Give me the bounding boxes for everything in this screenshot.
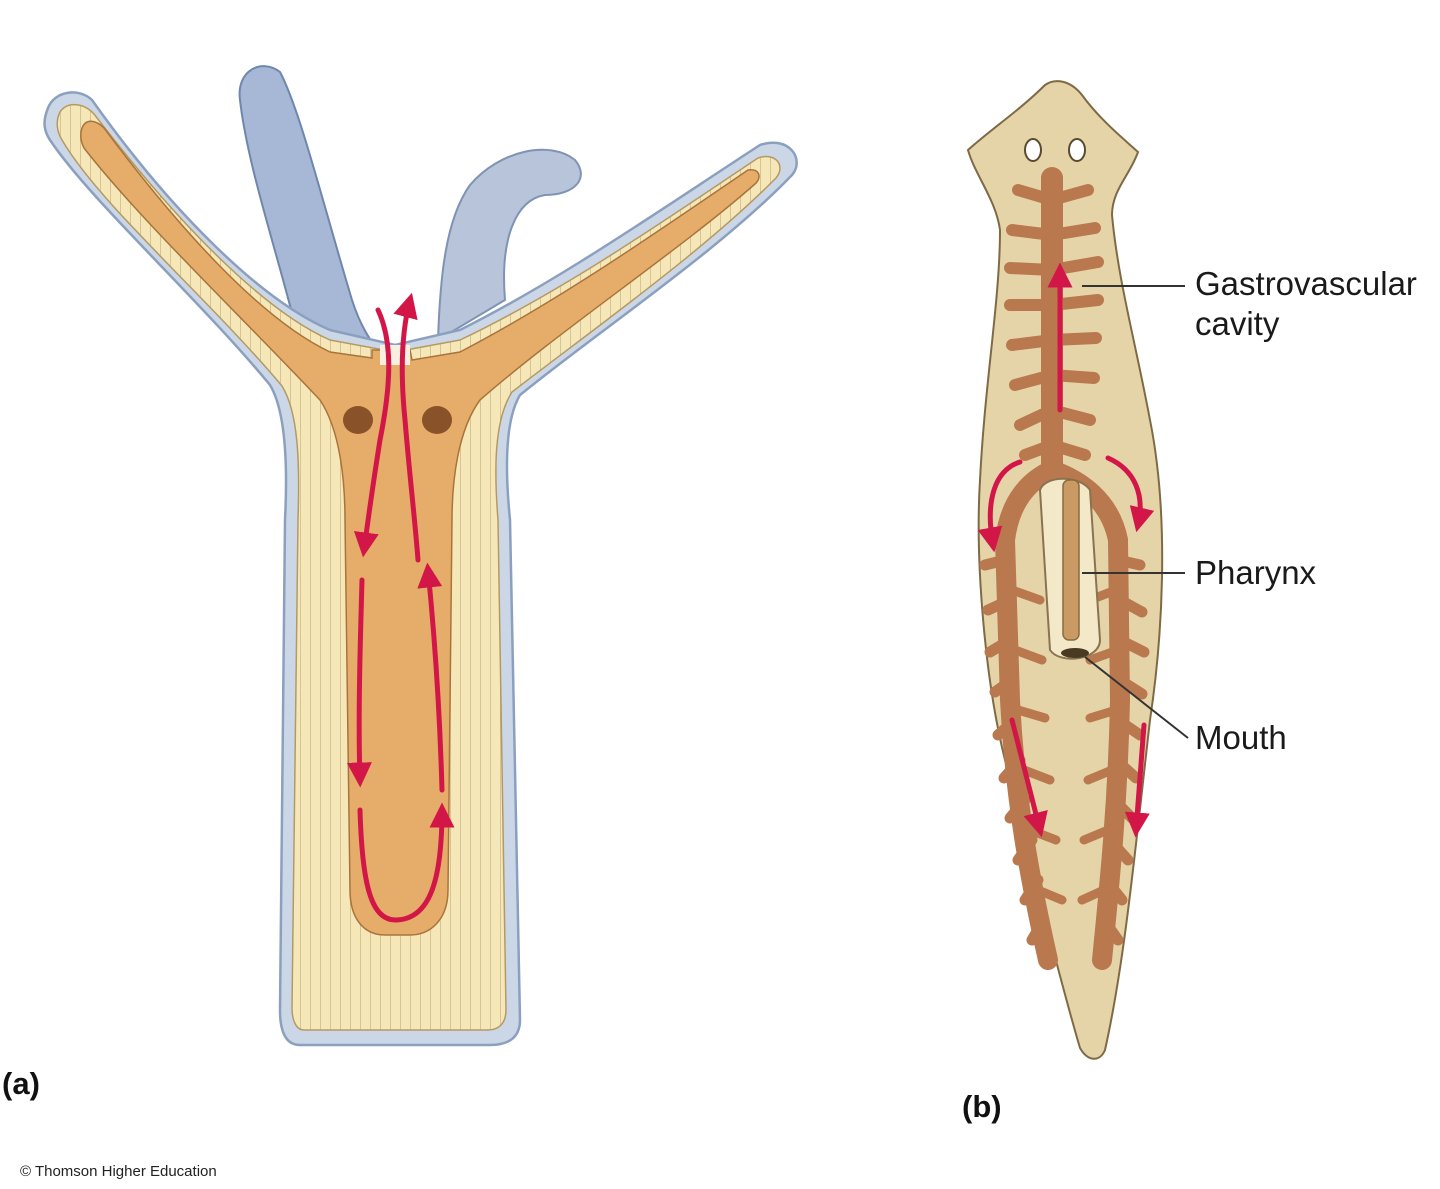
hydra-spot-left — [343, 406, 373, 434]
flow-arrow-in — [353, 307, 392, 558]
planarian-mouth — [1061, 648, 1089, 658]
planarian-eye-right — [1068, 138, 1086, 162]
flow-arrow-down-right — [1124, 722, 1150, 838]
label-gastrovascular-cavity: Gastrovascular cavity — [1195, 264, 1417, 344]
label-mouth: Mouth — [1195, 719, 1287, 756]
hydra-spot-right — [422, 406, 452, 434]
panel-label-b: (b) — [962, 1089, 1002, 1124]
label-gastrovascular-line2: cavity — [1195, 305, 1280, 342]
flow-arrow-down-left — [346, 577, 372, 788]
flow-arrow-loop — [357, 802, 455, 923]
pharynx-tube — [1062, 479, 1080, 641]
label-gastrovascular-line1: Gastrovascular — [1195, 265, 1417, 302]
flow-arrow-up-right — [417, 562, 445, 793]
hydra-mouth — [380, 345, 410, 365]
hydra-flow-arrows — [346, 292, 455, 923]
planarian-flow-arrows — [977, 262, 1155, 838]
flow-arrow-out — [393, 292, 421, 563]
label-pharynx: Pharynx — [1195, 554, 1317, 591]
copyright-credit: © Thomson Higher Education — [20, 1163, 217, 1180]
leader-lines — [1082, 285, 1189, 739]
flow-arrow-down-left — [1009, 717, 1048, 838]
flow-arrow-curve-right — [1105, 455, 1155, 533]
hydra-gastrovascular-cavity — [79, 120, 760, 936]
flow-arrow-curve-left — [977, 459, 1023, 553]
planarian-diagram — [966, 80, 1189, 1060]
leader-mouth — [1084, 656, 1189, 739]
hydra-diagram — [43, 65, 798, 1047]
prey-tentacle-left — [238, 65, 381, 351]
planarian-eye-left — [1024, 138, 1042, 162]
prey-tentacle-right — [436, 148, 582, 342]
panel-label-a: (a) — [2, 1066, 40, 1101]
